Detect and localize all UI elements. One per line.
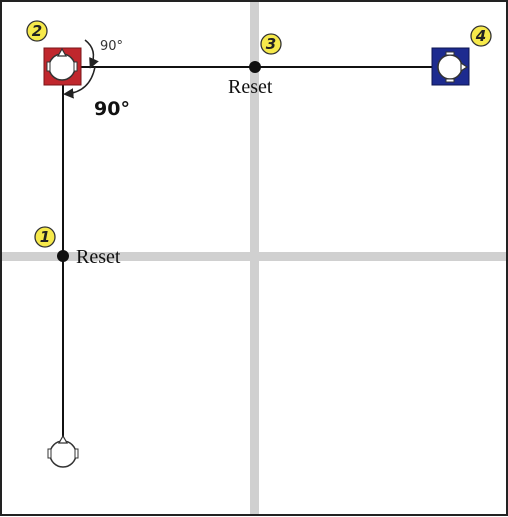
waypoint-dot-icon <box>249 61 261 73</box>
waypoint-dot-icon <box>57 250 69 262</box>
svg-text:1: 1 <box>40 228 50 246</box>
svg-text:3: 3 <box>266 35 276 53</box>
waypoint-1-label: Reset <box>76 246 121 268</box>
waypoint-badge-2: 2 <box>26 20 48 42</box>
start-square-red <box>43 47 82 86</box>
turn-angle-inner-label: 90° <box>94 98 130 120</box>
waypoint-badge-3: 3 <box>260 33 282 55</box>
robot-head-icon <box>47 434 79 468</box>
svg-text:2: 2 <box>32 22 42 40</box>
waypoint-3-label: Reset <box>228 76 273 98</box>
waypoint-badge-1: 1 <box>34 226 56 248</box>
curved-arrow-icon <box>63 66 96 99</box>
curved-arrow-icon <box>84 39 99 69</box>
svg-text:4: 4 <box>475 27 486 45</box>
robot-head-icon <box>46 47 78 81</box>
end-square-blue <box>431 47 470 86</box>
robot-head-icon <box>437 51 469 83</box>
turn-angle-outer-label: 90° <box>100 39 123 54</box>
grid-line-horizontal <box>2 252 506 261</box>
waypoint-badge-4: 4 <box>470 25 492 47</box>
